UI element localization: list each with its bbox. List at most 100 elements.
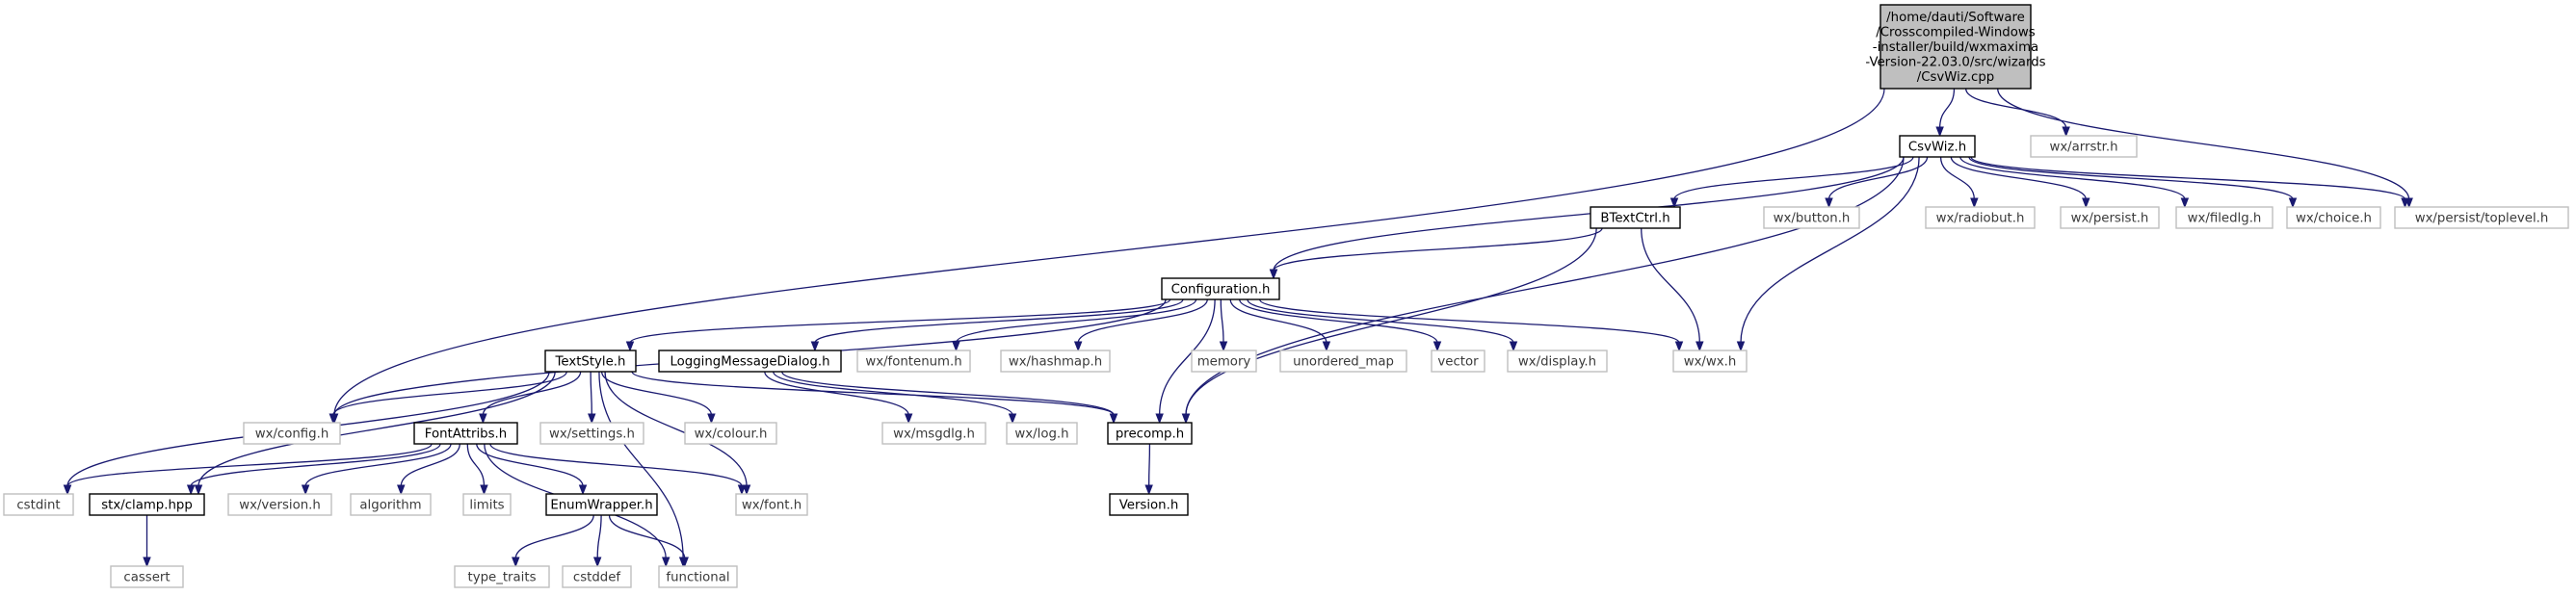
arrowhead [1155,413,1164,425]
node-box [1006,422,1078,445]
edge-line [608,514,686,559]
node-label: wx/filedlg.h [2188,211,2262,225]
node-box [1899,135,1976,158]
node-enumwrapper-h[interactable]: EnumWrapper.h [545,493,658,516]
arrowhead [1970,197,1979,209]
node-label: EnumWrapper.h [550,498,652,512]
node-box [2175,206,2274,229]
arrowhead [1935,126,1944,138]
node-wx-log-h: wx/log.h [1006,422,1078,445]
node-wx-colour-h: wx/colour.h [684,422,777,445]
node-label: wx/hashmap.h [1009,354,1102,369]
node-box [658,565,738,588]
node-label: LoggingMessageDialog.h [670,354,829,369]
edge-csvwiz-h-to-wx-persist-h [1950,156,2090,209]
edge-stx-clamp-hpp-to-cassert [143,515,151,568]
node-textstyle-h[interactable]: TextStyle.h [544,350,637,373]
edge-line [1970,156,2406,200]
node-label: wx/persist/toplevel.h [2415,211,2549,225]
edge-line [1968,156,2294,200]
node-wx-display-h: wx/display.h [1507,350,1608,373]
edge-textstyle-h-to-wx-font-h [604,371,751,496]
node-box [1431,350,1485,373]
arrowhead [2180,197,2190,209]
edge-configuration-h-to-wx-hashmap-h [1073,298,1208,352]
edges-layer [63,88,2413,568]
node-btextctrl-h[interactable]: BTextCtrl.h [1590,206,1681,229]
node-cstdint: cstdint [3,493,74,516]
arrowhead [1219,341,1228,352]
arrowhead [2062,126,2070,138]
arrowhead [397,484,406,496]
node-functional: functional [658,565,738,588]
node-wx-button-h: wx/button.h [1763,206,1860,229]
arrowhead [1269,269,1278,280]
nodes-layer: /home/dauti/Software/Crosscompiled-Windo… [3,4,2569,588]
node-box [562,565,632,588]
node-label: wx/colour.h [695,427,768,441]
node-box [89,493,205,516]
node-label: -Version-22.03.0/src/wizards [1865,55,2045,69]
edge-configuration-h-to-wx-display-h [1247,298,1518,352]
arrowhead [479,413,487,425]
edge-line [1964,88,2067,129]
node-box [227,493,332,516]
node-fontattribs-h[interactable]: FontAttribs.h [413,422,518,445]
node-box [1279,350,1407,373]
node-box [1107,422,1193,445]
node-label: wx/display.h [1518,354,1596,369]
arrowhead [63,484,72,496]
arrowhead [1008,413,1017,425]
node-csvwiz-h[interactable]: CsvWiz.h [1899,135,1976,158]
node-wx-filedlg-h: wx/filedlg.h [2175,206,2274,229]
node-wx-hashmap-h: wx/hashmap.h [1000,350,1111,373]
edge-enumwrapper-h-to-functional [608,514,689,568]
edge-line [1273,227,1603,272]
node-version-h[interactable]: Version.h [1109,493,1189,516]
edge-csvwiz-h-to-wx-persist-toplevel-h [1970,156,2409,209]
node-label: BTextCtrl.h [1600,211,1669,225]
node-box [454,565,550,588]
arrowhead [1144,484,1153,496]
node-box [3,493,74,516]
node-stx-clamp-hpp[interactable]: stx/clamp.hpp [89,493,205,516]
edge-line [190,443,441,487]
node-box [350,493,432,516]
arrowhead [625,341,635,352]
edge-csvwiz-h-to-wx-filedlg-h [1959,156,2190,209]
arrowhead [742,484,751,496]
node-configuration-h[interactable]: Configuration.h [1161,277,1280,300]
node-box [2286,206,2381,229]
edge-fontattribs-h-to-wx-font-h [489,443,747,496]
node-precomp-h[interactable]: precomp.h [1107,422,1193,445]
node-box [1763,206,1860,229]
node-box [1161,277,1280,300]
edge-line [1641,227,1700,344]
edge-line [514,514,594,559]
node-label: unordered_map [1293,354,1394,369]
edge-line [1247,298,1514,344]
node-box [1507,350,1608,373]
node-label: wx/version.h [239,498,321,512]
node-label: /Crosscompiled-Windows [1876,25,2035,39]
edge-line [66,443,433,487]
node-label: cstdint [16,498,60,512]
edge-line [781,371,1115,416]
node-box [856,350,971,373]
arrowhead [737,484,747,496]
node-label: Configuration.h [1171,282,1271,297]
node-label: wx/fontenum.h [865,354,961,369]
edge-btextctrl-h-to-configuration-h [1269,227,1603,280]
edge-line [1959,156,2186,200]
edge-fontattribs-h-to-limits [466,443,488,496]
edge-enumwrapper-h-to-cstddef [592,514,602,568]
edge-csvwiz-h-to-wx-button-h [1825,156,1929,209]
node-box [881,422,986,445]
arrowhead [810,341,820,352]
node-label: wx/persist.h [2071,211,2149,225]
root-file-node[interactable]: /home/dauti/Software/Crosscompiled-Windo… [1865,4,2046,90]
node-loggingmessagedialog-h[interactable]: LoggingMessageDialog.h [658,350,842,373]
node-label: type_traits [467,570,536,584]
node-box [1925,206,2036,229]
arrowhead [512,557,520,568]
